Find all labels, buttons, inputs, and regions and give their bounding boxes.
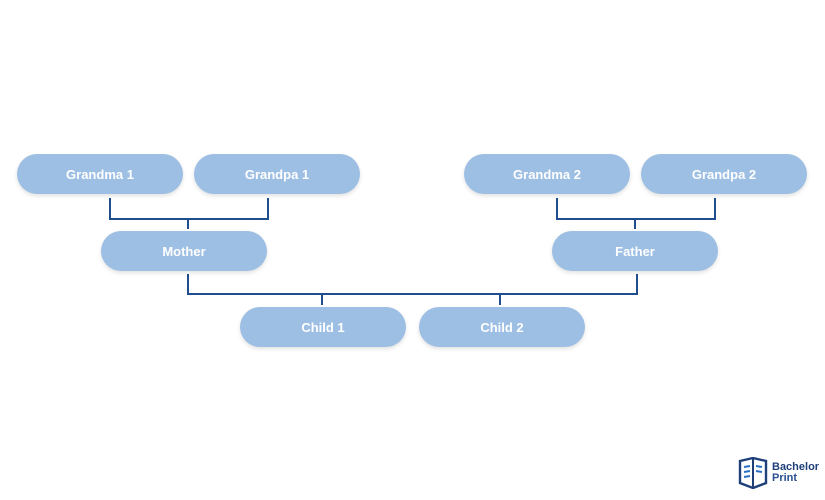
brand-logo: Bachelor Print xyxy=(738,456,820,490)
connector-parents-to-children xyxy=(187,274,638,305)
logo-line-2: Print xyxy=(772,472,798,484)
book-logo-icon xyxy=(738,457,768,489)
connector-grandparents2-to-father xyxy=(556,198,716,229)
node-child-1: Child 1 xyxy=(240,307,406,347)
node-grandpa-2: Grandpa 2 xyxy=(641,154,807,194)
node-grandma-2: Grandma 2 xyxy=(464,154,630,194)
node-grandpa-1: Grandpa 1 xyxy=(194,154,360,194)
node-child-2: Child 2 xyxy=(419,307,585,347)
node-mother: Mother xyxy=(101,231,267,271)
connector-grandparents1-to-mother xyxy=(109,198,269,229)
logo-line-1: Bachelor xyxy=(772,461,820,473)
logo-wordmark: Bachelor Print xyxy=(772,462,819,484)
node-grandma-1: Grandma 1 xyxy=(17,154,183,194)
node-father: Father xyxy=(552,231,718,271)
